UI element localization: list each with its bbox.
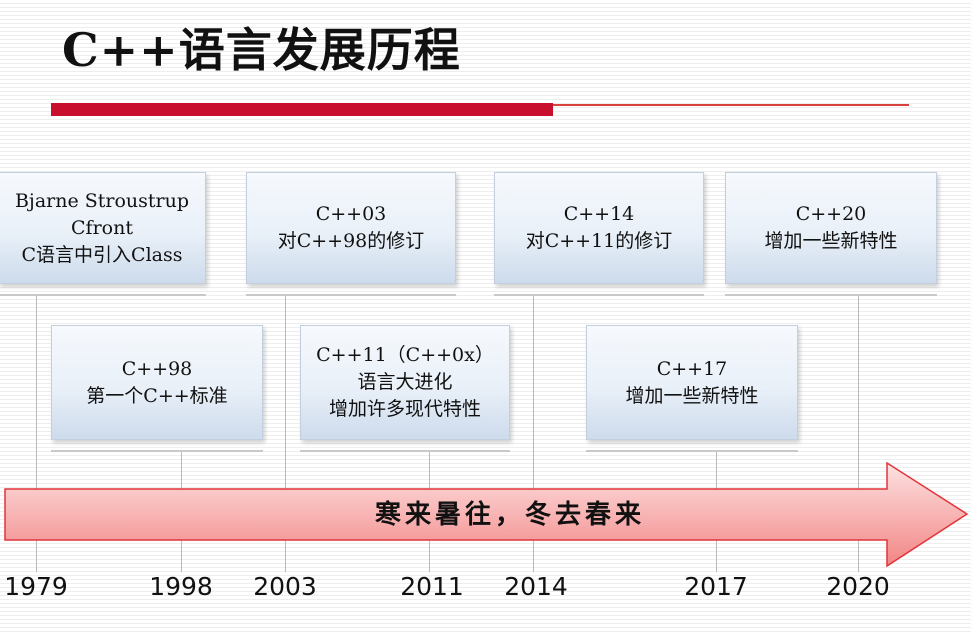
milestone-line: 语言大进化 bbox=[357, 371, 453, 393]
timeline-arrow-label: 寒来暑往，冬去春来 bbox=[374, 500, 645, 530]
box-shelf-2020 bbox=[725, 294, 937, 296]
milestone-line: C语言中引入Class bbox=[21, 243, 183, 266]
milestone-box-2003: C++03 对C++98的修订 bbox=[246, 172, 456, 284]
year-label-1998: 1998 bbox=[149, 572, 213, 601]
title-underline-thick bbox=[51, 103, 553, 116]
timeline-arrow bbox=[4, 462, 969, 568]
milestone-box-2020: C++20 增加一些新特性 bbox=[725, 172, 937, 284]
timeline-connector-1979 bbox=[36, 296, 37, 572]
milestone-line: Cfront bbox=[71, 216, 133, 239]
milestone-line: C++20 bbox=[795, 203, 867, 225]
timeline-arrow-shape bbox=[4, 462, 969, 568]
milestone-line: C++11（C++0x） bbox=[316, 344, 494, 366]
milestone-box-2017: C++17 增加一些新特性 bbox=[586, 325, 798, 440]
milestone-line: 增加一些新特性 bbox=[625, 384, 759, 407]
box-shelf-1998 bbox=[51, 450, 263, 452]
milestone-line: Bjarne Stroustrup bbox=[14, 189, 190, 212]
milestone-box-1979: Bjarne Stroustrup Cfront C语言中引入Class bbox=[0, 172, 206, 284]
milestone-box-2011: C++11（C++0x） 语言大进化 增加许多现代特性 bbox=[300, 325, 510, 440]
milestone-line: 增加一些新特性 bbox=[764, 230, 898, 252]
year-label-2011: 2011 bbox=[400, 572, 464, 601]
timeline-connector-2014 bbox=[533, 296, 534, 572]
milestone-line: 对C++98的修订 bbox=[277, 230, 425, 252]
milestone-line: C++14 bbox=[563, 203, 635, 225]
box-shelf-2011 bbox=[300, 450, 510, 452]
milestone-box-2014: C++14 对C++11的修订 bbox=[494, 172, 704, 284]
milestone-line: C++98 bbox=[121, 357, 193, 380]
box-shelf-2014 bbox=[494, 294, 704, 296]
milestone-box-1998: C++98 第一个C++标准 bbox=[51, 325, 263, 440]
timeline-connector-2020 bbox=[858, 296, 859, 572]
milestone-line: 第一个C++标准 bbox=[86, 384, 228, 407]
year-label-1979: 1979 bbox=[4, 572, 68, 601]
year-label-2003: 2003 bbox=[253, 572, 317, 601]
year-label-2017: 2017 bbox=[684, 572, 748, 601]
timeline-connector-2003 bbox=[285, 296, 286, 572]
box-shelf-2017 bbox=[586, 450, 798, 452]
box-shelf-1979 bbox=[0, 294, 206, 296]
milestone-line: C++03 bbox=[315, 203, 387, 225]
year-label-2020: 2020 bbox=[826, 572, 890, 601]
milestone-line: 增加许多现代特性 bbox=[328, 398, 481, 420]
box-shelf-2003 bbox=[246, 294, 456, 296]
milestone-line: 对C++11的修订 bbox=[525, 230, 673, 252]
milestone-line: C++17 bbox=[656, 357, 728, 380]
slide-title: C++语言发展历程 bbox=[62, 23, 461, 77]
year-label-2014: 2014 bbox=[504, 572, 568, 601]
